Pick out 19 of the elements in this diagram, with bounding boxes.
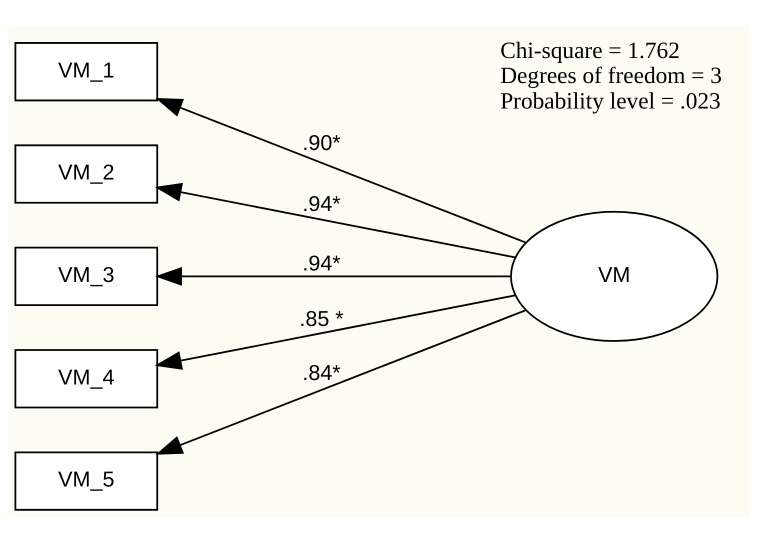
node-box: VM_2 [14,144,158,204]
node-box: VM_1 [14,42,158,102]
edge-label: .85 * [299,306,344,331]
node-box: VM_5 [14,451,158,511]
arrow [156,98,526,244]
node-ellipse: VM [510,210,718,342]
arrow [154,294,516,370]
node-box: VM_3 [14,246,158,306]
edge-label: .90* [302,130,341,155]
edge-label: .84* [302,360,341,385]
arrow [154,182,516,258]
edge-label: .94* [302,192,341,216]
edge-label: .94* [302,251,341,276]
label: Probability level = .023 [500,88,721,114]
arrow [155,266,511,286]
label: Degrees of freedom = 3 [500,63,722,90]
arrow [156,309,526,455]
node-box: VM_4 [14,349,158,408]
label: Chi-square = 1.762 [500,38,680,64]
